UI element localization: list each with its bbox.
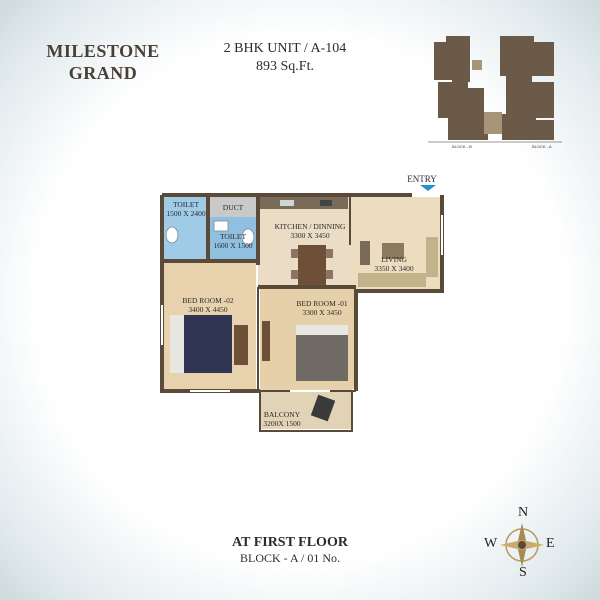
toilet2-name: TOILET bbox=[220, 232, 247, 241]
compass-rose: N S E W bbox=[482, 505, 562, 585]
bed2-size: 3400 X 4450 bbox=[188, 305, 227, 314]
floor-block: BLOCK - A / 01 No. bbox=[239, 551, 340, 565]
bed1-name: BED ROOM -01 bbox=[296, 299, 348, 308]
toilet1-size: 1500 X 2400 bbox=[166, 209, 205, 218]
floor-title: AT FIRST FLOOR bbox=[232, 535, 348, 550]
entry-arrow-icon bbox=[420, 185, 436, 191]
compass-icon bbox=[500, 523, 544, 567]
kitchen-name: KITCHEN / DINNING bbox=[275, 222, 346, 231]
brand-line-2: GRAND bbox=[68, 63, 138, 83]
balcony-chair bbox=[310, 394, 336, 422]
toilet2-size: 1600 X 1500 bbox=[213, 241, 252, 250]
living-size: 3350 X 3400 bbox=[374, 264, 413, 273]
duct-label: DUCT bbox=[223, 203, 244, 212]
living-name: LIVING bbox=[381, 255, 407, 264]
kitchen-size: 3300 X 3450 bbox=[290, 231, 329, 240]
unit-title: 2 BHK UNIT / A-104 bbox=[223, 41, 347, 56]
compass-north: N bbox=[518, 505, 529, 520]
brand-line-1: MILESTONE bbox=[46, 41, 160, 61]
balcony-name: BALCONY bbox=[264, 410, 301, 419]
bed2 bbox=[170, 315, 248, 373]
bed1 bbox=[262, 321, 348, 381]
unit-area: 893 Sq.Ft. bbox=[256, 59, 314, 74]
duct-area bbox=[210, 197, 256, 217]
compass-west: W bbox=[484, 536, 498, 551]
balcony-size: 3200X 1500 bbox=[263, 419, 301, 428]
unit-info: 2 BHK UNIT / A-104 893 Sq.Ft. bbox=[205, 40, 365, 76]
kitchen-counter bbox=[260, 197, 348, 209]
bed2-name: BED ROOM -02 bbox=[182, 296, 234, 305]
compass-east: E bbox=[546, 536, 555, 551]
key-plan-block-b: BLOCK - B bbox=[452, 144, 472, 149]
compass-south: S bbox=[519, 565, 527, 580]
floor-plan: ENTRY TOILET 1500 X 2400 DUCT TOILET 160… bbox=[160, 175, 444, 432]
project-brand: MILESTONE GRAND bbox=[28, 40, 178, 84]
bed1-size: 3300 X 3450 bbox=[302, 308, 341, 317]
balcony-floor bbox=[260, 389, 352, 429]
key-plan-block-a: BLOCK - A bbox=[532, 144, 552, 149]
living-furniture bbox=[358, 237, 438, 287]
entry-label: ENTRY bbox=[407, 175, 437, 184]
key-plan: BLOCK - B BLOCK - A bbox=[428, 36, 562, 149]
toilet1-name: TOILET bbox=[173, 200, 200, 209]
dining-table bbox=[291, 245, 333, 285]
